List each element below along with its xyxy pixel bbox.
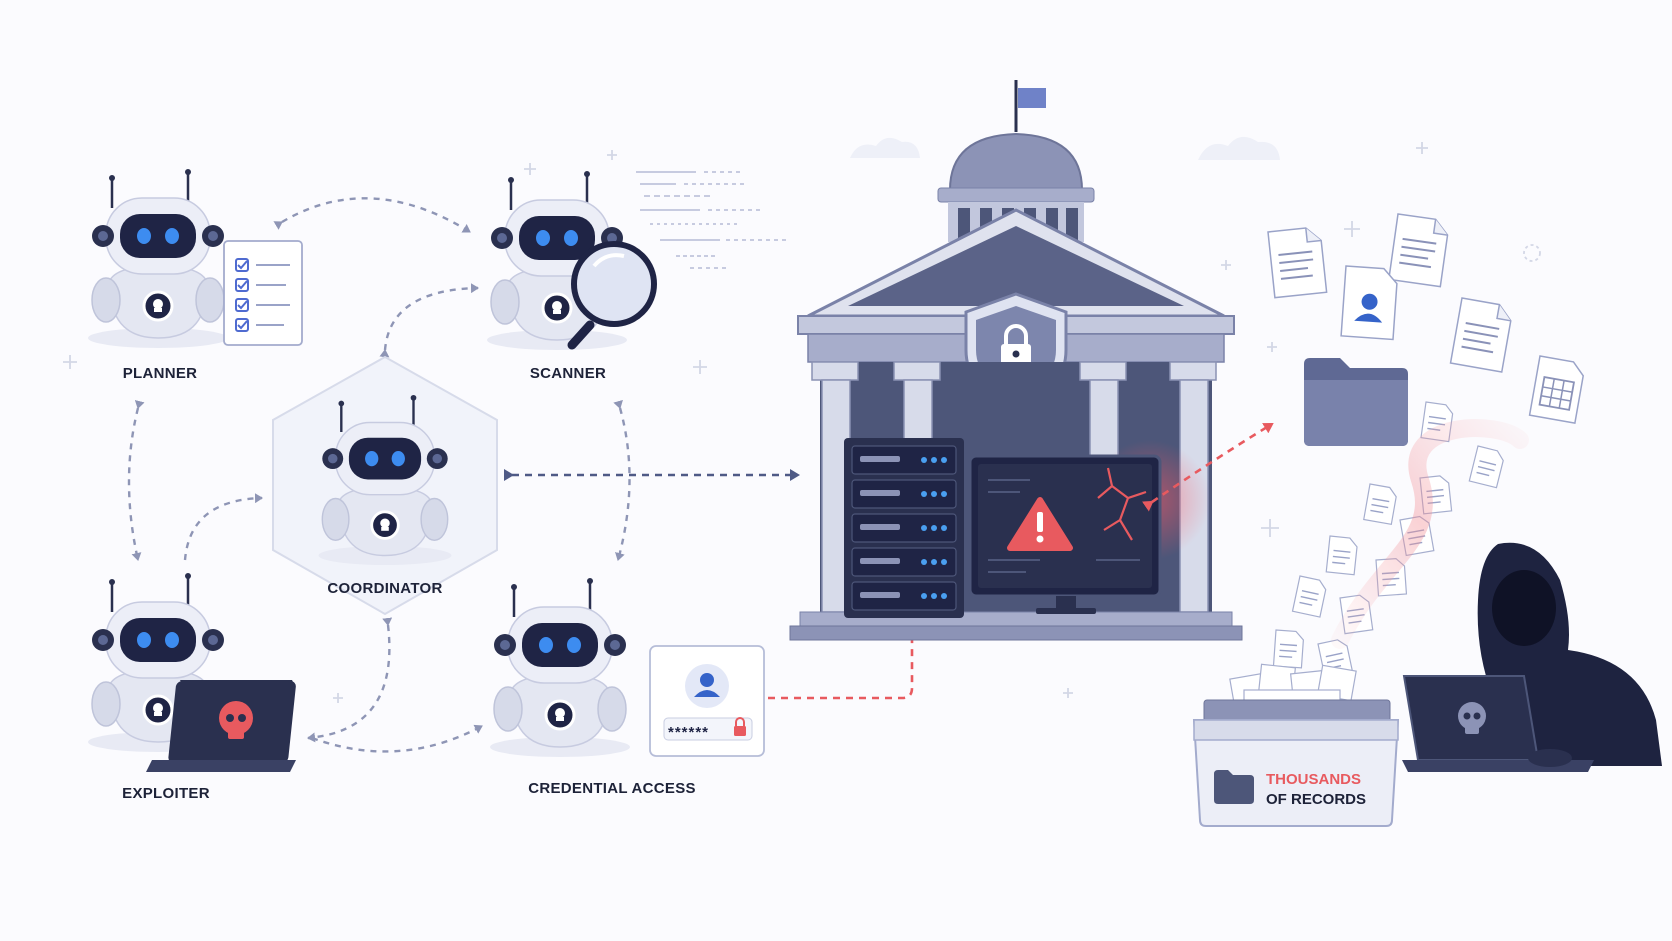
agent-credential-access: ****** CREDENTIAL ACCESS — [488, 576, 765, 797]
agent-label-exploiter: EXPLOITER — [122, 785, 210, 802]
clouds — [850, 136, 1280, 160]
laptop-skull-logo — [1458, 702, 1486, 730]
agent-coordinator: COORDINATOR — [272, 355, 498, 616]
records-label-line2: OF RECORDS — [1266, 791, 1366, 808]
agent-connection-arrows — [127, 197, 631, 753]
agent-label-coordinator: COORDINATOR — [327, 580, 442, 597]
profile-document-icon — [1340, 265, 1398, 341]
agent-exploiter: EXPLOITER — [86, 571, 296, 802]
agent-scanner: SCANNER — [485, 169, 657, 382]
warning-icon — [1007, 497, 1073, 551]
laptop-skull-icon — [146, 680, 296, 772]
screen-crack — [1097, 467, 1147, 541]
code-lines-decoration — [636, 171, 786, 269]
credential-card: ****** — [649, 645, 765, 757]
folder-icon — [1304, 358, 1408, 446]
agent-label-planner: PLANNER — [123, 365, 198, 382]
records-label-line1: THOUSANDS — [1266, 771, 1361, 788]
spreadsheet-document-icon — [1528, 355, 1585, 424]
agent-label-credential-access: CREDENTIAL ACCESS — [528, 780, 696, 797]
records-box: THOUSANDS OF RECORDS — [1192, 663, 1400, 827]
hacker-laptop-icon — [1402, 675, 1594, 772]
records-folder-icon — [1214, 770, 1254, 804]
leaked-documents — [1267, 213, 1585, 680]
magnifying-glass-icon — [567, 241, 657, 350]
server-rack — [844, 438, 964, 618]
exfiltration-arrow — [1142, 422, 1274, 512]
agent-label-scanner: SCANNER — [530, 365, 606, 382]
hooded-hacker — [1402, 542, 1662, 772]
background-sparkles — [63, 142, 1541, 703]
checklist-icon — [223, 240, 303, 346]
padlock-icon — [734, 717, 746, 736]
password-field: ****** — [668, 724, 709, 741]
agent-planner: PLANNER — [86, 167, 303, 382]
